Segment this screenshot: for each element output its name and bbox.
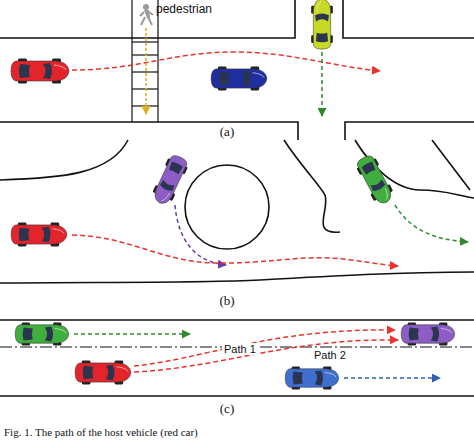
pedestrian-label: pedestrian — [156, 3, 212, 16]
path-2-line — [134, 340, 398, 372]
blue-path-c — [344, 377, 440, 379]
green-path — [395, 205, 468, 242]
blue-car — [211, 66, 267, 90]
purple-car — [150, 153, 191, 208]
path-label: Path 1 — [222, 343, 258, 355]
figure-caption: Fig. 1. The path of the host vehicle (re… — [4, 426, 198, 438]
yellow-car-path — [321, 52, 323, 116]
host-car-c — [75, 360, 131, 384]
host-car — [11, 59, 69, 84]
pedestrian-figure — [140, 4, 153, 25]
host-car-b — [11, 222, 67, 246]
blue-car-c — [285, 366, 339, 389]
road-b — [0, 140, 474, 283]
path-1-line — [134, 330, 395, 366]
host-path-b — [72, 235, 398, 266]
purple-path — [175, 205, 226, 265]
purple-car-c — [401, 322, 455, 345]
green-car-c — [15, 322, 69, 345]
host-path — [72, 52, 380, 71]
pedestrian-path — [145, 28, 147, 114]
panel-label: (c) — [220, 402, 234, 416]
road-c — [0, 320, 474, 396]
yellow-car — [311, 0, 333, 49]
green-path-c — [74, 333, 190, 335]
panel-label: (b) — [219, 294, 234, 308]
path-label: Path 2 — [312, 349, 348, 361]
road-a — [0, 0, 474, 140]
panel-label: (a) — [220, 125, 234, 139]
green-car — [354, 153, 397, 208]
